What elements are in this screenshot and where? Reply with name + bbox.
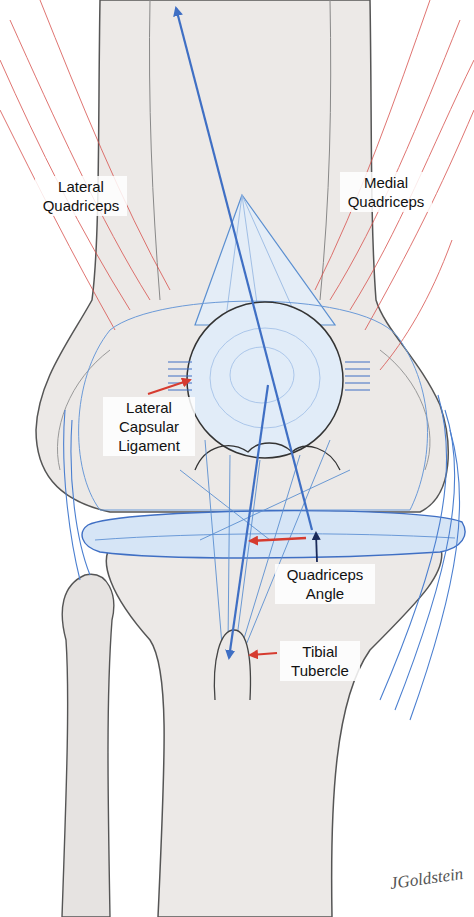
part-label: Tibial Tubercle [280, 641, 360, 681]
signature: JGoldstein [383, 862, 470, 895]
part-label: Quadriceps Angle [275, 564, 375, 604]
part-label: Lateral Capsular Ligament [103, 397, 195, 456]
part-label: Lateral Quadriceps [35, 176, 127, 216]
part-label: Medial Quadriceps [340, 172, 432, 212]
